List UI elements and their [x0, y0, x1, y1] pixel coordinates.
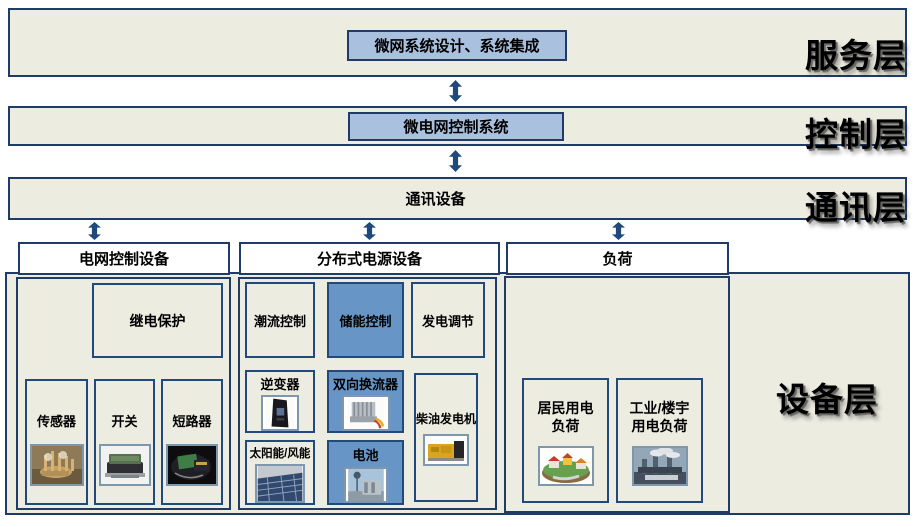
- industrial-load-label-line1: 工业/楼宇: [629, 400, 690, 416]
- double-arrow-icon: [449, 80, 462, 102]
- communication-layer-band: 通讯设备: [8, 177, 907, 220]
- header-label: 电网控制设备: [78, 251, 169, 268]
- header-grid-control-equipment: 电网控制设备: [18, 242, 230, 275]
- header-distributed-power-equipment: 分布式电源设备: [239, 242, 500, 275]
- box-relay-protection: 继电保护: [92, 283, 223, 358]
- solar-wind-label: 太阳能/风能: [249, 448, 311, 460]
- power-flow-control-label: 潮流控制: [253, 313, 306, 329]
- solar-wind-photo-icon: [255, 464, 305, 503]
- battery-station-photo-icon: [343, 467, 388, 503]
- box-industrial-load: 工业/楼宇 用电负荷: [616, 378, 703, 503]
- distributed-power-panel: [238, 277, 497, 510]
- inverter-label: 逆变器: [260, 377, 300, 392]
- switch-label: 开关: [111, 414, 138, 429]
- double-arrow-icon: [363, 222, 376, 240]
- double-arrow-icon: [449, 150, 462, 172]
- device-layer-label: 设备层: [776, 381, 878, 418]
- control-box-label: 微电网控制系统: [403, 119, 509, 136]
- residential-load-label-line2: 负荷: [551, 418, 580, 435]
- control-box: 微电网控制系统: [348, 112, 564, 141]
- relay-protection-label: 继电保护: [129, 312, 186, 329]
- box-bidirectional-converter: 双向换流器: [327, 370, 404, 433]
- double-arrow-icon: [88, 222, 101, 240]
- energy-storage-control-label: 储能控制: [339, 313, 392, 329]
- industrial-load-label-line2: 用电负荷: [631, 418, 688, 435]
- service-box-label: 微网系统设计、系统集成: [374, 38, 540, 55]
- box-battery: 电池: [327, 440, 404, 505]
- converter-photo-icon: [341, 395, 390, 431]
- box-sensor: 传感器: [25, 379, 88, 505]
- box-diesel-generator: 柴油发电机: [414, 373, 478, 502]
- circuit-breaker-label: 短路器: [172, 414, 212, 429]
- industrial-load-photo-icon: [631, 446, 688, 487]
- diesel-generator-photo-icon: [423, 433, 469, 466]
- box-inverter: 逆变器: [245, 370, 315, 433]
- residential-load-label-line1: 居民用电: [537, 400, 594, 416]
- box-generation-regulation: 发电调节: [411, 282, 485, 358]
- box-power-flow-control: 潮流控制: [245, 282, 315, 358]
- header-label: 负荷: [602, 251, 633, 268]
- battery-label: 电池: [352, 448, 379, 463]
- grid-control-panel: [16, 277, 231, 510]
- header-load: 负荷: [506, 242, 729, 275]
- sensor-label: 传感器: [36, 414, 76, 429]
- header-label: 分布式电源设备: [316, 251, 422, 268]
- box-circuit-breaker: 短路器: [161, 379, 223, 505]
- communication-layer-label: 通讯层: [805, 189, 907, 226]
- service-layer-label: 服务层: [805, 37, 907, 74]
- diesel-generator-label: 柴油发电机: [416, 411, 477, 426]
- double-arrow-icon: [612, 222, 625, 240]
- box-residential-load: 居民用电 负荷: [522, 378, 609, 503]
- switch-photo-icon: [98, 444, 151, 486]
- inverter-photo-icon: [261, 395, 299, 431]
- residential-load-photo-icon: [537, 446, 594, 487]
- breaker-photo-icon: [166, 444, 218, 486]
- control-layer-label: 控制层: [805, 116, 907, 153]
- load-panel: [504, 276, 730, 513]
- generation-regulation-label: 发电调节: [421, 313, 474, 329]
- communication-equipment-label: 通讯设备: [405, 191, 466, 208]
- box-solar-wind: 太阳能/风能: [245, 440, 315, 505]
- box-energy-storage-control: 储能控制: [327, 282, 404, 358]
- sensor-photo-icon: [29, 444, 84, 486]
- box-switch: 开关: [94, 379, 155, 505]
- bidirectional-converter-label: 双向换流器: [332, 377, 398, 392]
- service-box: 微网系统设计、系统集成: [347, 30, 567, 61]
